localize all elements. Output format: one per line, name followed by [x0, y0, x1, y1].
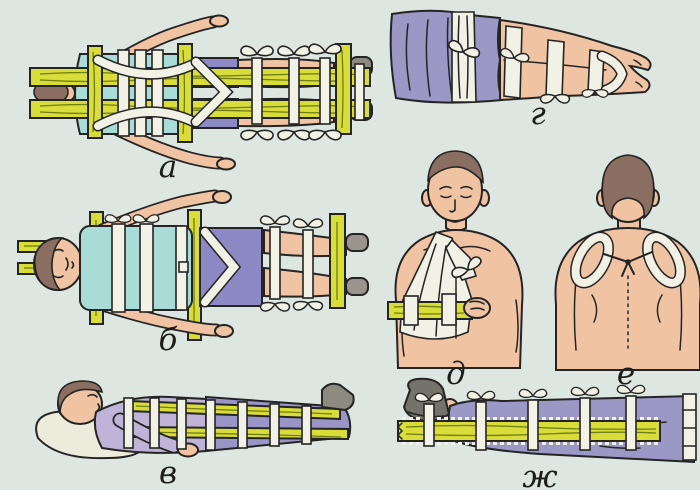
bandage-strap — [139, 223, 154, 313]
bandage-strap — [251, 57, 263, 125]
bandage-knot — [259, 215, 291, 226]
hand — [216, 157, 236, 171]
panel-a-label: а — [159, 149, 177, 185]
board-end-wrap — [682, 393, 697, 461]
bandage-knot — [277, 129, 311, 141]
panel-g-label: г — [530, 96, 546, 132]
knot — [625, 259, 631, 265]
leg-bandages — [446, 11, 628, 104]
panel-v-label: в — [159, 455, 177, 490]
patient-arms — [105, 14, 236, 171]
patient-back — [554, 226, 700, 371]
panel-b-illustration: б — [17, 189, 369, 358]
bandage-strap — [149, 397, 160, 449]
bandage-strap — [302, 229, 314, 299]
sock — [345, 277, 369, 296]
body-straps — [123, 397, 312, 451]
hand — [214, 324, 234, 338]
bandage-knot — [259, 301, 291, 312]
bandage-strap — [269, 226, 281, 300]
hair — [601, 154, 655, 220]
panel-g-illustration: г — [389, 9, 652, 132]
bandage-knot — [308, 129, 342, 141]
bandage-strap — [354, 63, 365, 121]
bandage-knot — [240, 45, 274, 57]
bandage-knot — [466, 390, 496, 401]
bandage-strap — [237, 401, 248, 449]
bandage-strap — [403, 295, 419, 326]
hair — [33, 237, 65, 291]
patient-head-back — [596, 154, 660, 231]
bandage-strap — [288, 57, 300, 125]
hand — [212, 190, 232, 204]
bandage-strap — [475, 401, 487, 451]
bandage-strap — [134, 49, 147, 137]
bandage-strap — [176, 398, 187, 450]
bandage-strap — [301, 405, 312, 445]
bandage-strap — [527, 399, 539, 451]
bandage-knot — [308, 43, 342, 55]
bandage-strap — [151, 49, 164, 137]
bandage-knot — [292, 300, 324, 311]
hair — [427, 150, 484, 185]
belt-buckle — [178, 261, 189, 273]
bandage-strap — [579, 397, 591, 451]
bandage-strap — [269, 403, 280, 447]
bandage-strap — [441, 293, 457, 326]
arm-sling — [387, 230, 491, 340]
shoe — [321, 382, 355, 412]
panel-zh-illustration: ж — [396, 377, 697, 490]
torso-shirt — [79, 225, 193, 311]
bandage-strap — [205, 399, 216, 451]
panel-e-illustration: е — [554, 154, 700, 392]
bandage-strap — [503, 25, 523, 99]
bandage-strap — [123, 397, 134, 449]
bandage-strap — [319, 57, 331, 125]
panel-zh-label: ж — [522, 459, 557, 490]
bandage-knot — [240, 129, 274, 141]
panel-e-label: е — [617, 356, 635, 392]
panel-a-illustration: а — [29, 14, 373, 185]
hip-and-legs — [199, 213, 369, 312]
patient-head — [33, 237, 83, 291]
bandage-knot — [277, 45, 311, 57]
torso-straps — [92, 49, 234, 137]
sock — [345, 233, 369, 252]
panel-b-label: б — [159, 322, 179, 358]
bandage-knot — [570, 386, 600, 397]
hand — [209, 14, 229, 28]
panel-d-label: д — [446, 356, 466, 392]
panel-d-illustration: д — [387, 150, 524, 392]
bandage-strap — [423, 403, 435, 447]
torso-straps — [104, 214, 189, 313]
figure-eight-bandage — [570, 231, 686, 289]
leg-ties — [414, 384, 646, 451]
wood-splint — [387, 301, 473, 320]
leg-ties — [240, 43, 365, 141]
patient-head — [421, 150, 490, 232]
bandage-strap — [117, 49, 130, 137]
hair — [57, 380, 104, 415]
patient-head — [57, 380, 104, 425]
bandage-strap — [111, 223, 126, 313]
bandage-knot — [292, 218, 324, 229]
bandage-knot — [518, 388, 548, 399]
bandage-strap — [545, 39, 565, 99]
panel-v-illustration: в — [35, 380, 355, 490]
waist-board-end — [682, 393, 697, 461]
bandage-strap — [625, 395, 637, 451]
